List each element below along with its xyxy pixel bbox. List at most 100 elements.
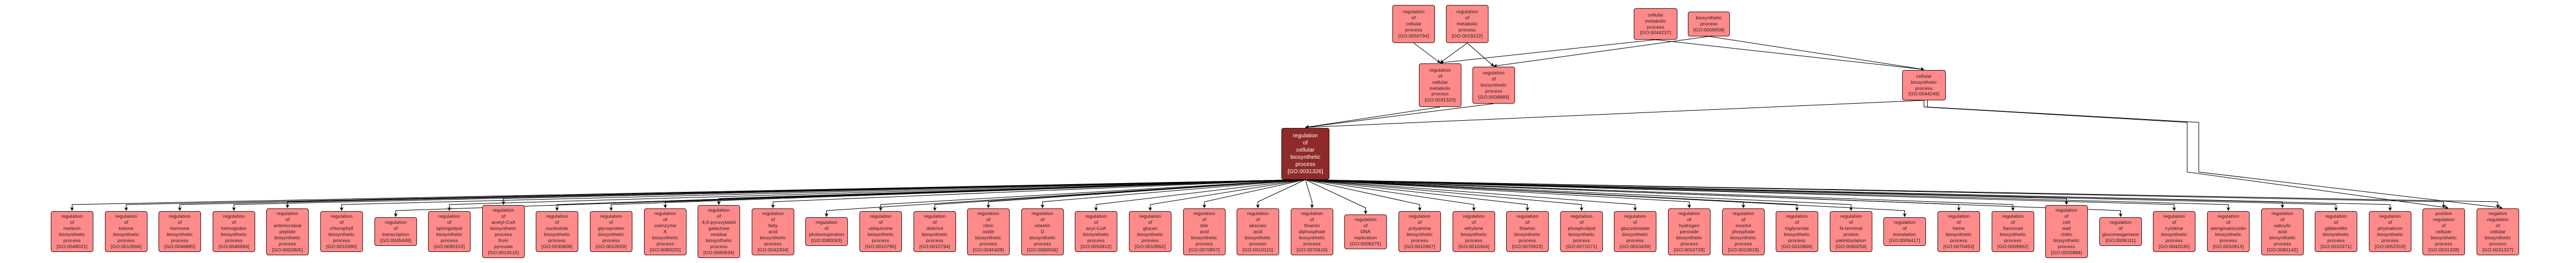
term-label-word: regulation (1516, 213, 1539, 219)
term-label-word: acetyl-CoA (491, 219, 516, 226)
regulates-edge (933, 179, 1304, 211)
is-a-edge (1413, 42, 1441, 63)
term-id: [GO:0010866] (1781, 243, 1813, 249)
term-id: [GO:0045449] (380, 237, 411, 243)
term-label-word: biosynthetic (436, 232, 463, 237)
regulates-edge (1202, 179, 1305, 208)
term-label-word: biosynthetic (1945, 232, 1972, 237)
term-label-word: of (1040, 217, 1045, 223)
term-label-word: process (656, 240, 674, 246)
term-label-word: bile (1200, 223, 1208, 229)
term-label-word: process (1249, 240, 1267, 246)
term-label-word: thiamin (1304, 223, 1320, 229)
term-label-word: biosynthetic (759, 234, 786, 240)
term-label-word: process (171, 237, 189, 243)
term-label-word: process (1788, 237, 1806, 243)
term-label-word: cellular (1296, 147, 1315, 153)
term-label-word: process (764, 240, 782, 246)
term-label-word: phosphate (1732, 229, 1755, 235)
term-id: [GO:0060556] (1027, 246, 1058, 253)
term-id: [GO:0080142] (2267, 246, 2298, 253)
term-label-word: biosynthetic (1676, 234, 1703, 240)
term-label-word: biosynthetic (1244, 234, 1271, 240)
term-label-word: regulation (492, 207, 515, 213)
term-label-word: phytoalexin (2377, 226, 2403, 232)
term-label-word: diphosphate (1298, 229, 1326, 235)
term-id: [GO:0045428] (973, 246, 1004, 253)
is-a-edge (1467, 42, 1495, 67)
term-id: [GO:0070453] (1943, 243, 1975, 249)
regulates-edge (447, 179, 1302, 211)
term-label-word: of (70, 219, 75, 226)
term-label-word: cellular (2436, 229, 2452, 235)
regulates-edge (1307, 179, 1853, 211)
regulates-edge (1306, 179, 1529, 211)
term-label-word: regulation (330, 213, 353, 219)
term-label-word: flavonoid (2003, 226, 2023, 232)
term-label-word: of (447, 219, 452, 226)
term-label-word: sphingolipid (436, 226, 463, 232)
term-label-word: of (1465, 15, 1470, 21)
term-label-word: chitin (2061, 232, 2072, 237)
term-label-word: hormone (170, 226, 189, 232)
term-label-word: of (2280, 217, 2285, 223)
term-label-word: inositol (1735, 223, 1751, 229)
term-label-word: process (2219, 237, 2237, 243)
term-label-word: process (2004, 237, 2022, 243)
